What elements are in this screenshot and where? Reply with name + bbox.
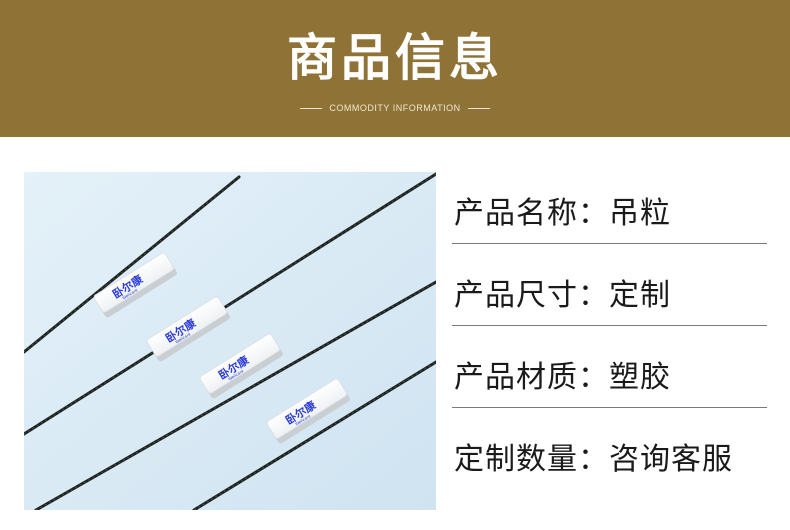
page-subtitle-line: COMMODITY INFORMATION [0,100,790,116]
product-info-list: 产品名称：吊粒 产品尺寸：定制 产品材质：塑胶 定制数量：咨询客服 [452,162,767,489]
info-value: 吊粒 [609,196,671,231]
left-rule [300,107,323,109]
product-photo-illustration: 卧尔康 Wellcare 卧尔康 Wellcare 卧尔康 Wellcare 卧… [24,172,436,510]
info-label: 产品尺寸 [454,278,578,313]
info-label: 产品名称 [454,196,578,231]
info-value: 咨询客服 [609,442,733,477]
info-row-material: 产品材质：塑胶 [452,326,767,408]
info-row-name: 产品名称：吊粒 [452,162,767,244]
info-value: 塑胶 [609,360,671,395]
info-line: 定制数量：咨询客服 [454,434,733,478]
page-title: 商品信息 [287,29,503,87]
info-label: 定制数量 [454,442,578,477]
info-line: 产品尺寸：定制 [454,270,671,314]
info-line: 产品名称：吊粒 [454,188,671,232]
info-separator: ： [578,196,609,231]
tag-1: 卧尔康 Wellcare [93,252,177,318]
info-separator: ： [578,442,609,477]
header-banner: 商品信息 COMMODITY INFORMATION [0,0,790,137]
product-photo: 卧尔康 Wellcare 卧尔康 Wellcare 卧尔康 Wellcare 卧… [24,172,436,510]
info-row-quantity: 定制数量：咨询客服 [452,408,767,489]
tag-4: 卧尔康 Wellcare [266,378,350,444]
info-value: 定制 [609,278,671,313]
info-separator: ： [578,360,609,395]
page-subtitle: COMMODITY INFORMATION [329,103,461,113]
info-separator: ： [578,278,609,313]
info-label: 产品材质 [454,360,578,395]
tag-3: 卧尔康 Wellcare [199,333,283,399]
info-line: 产品材质：塑胶 [454,352,671,396]
info-row-size: 产品尺寸：定制 [452,244,767,326]
tag-2: 卧尔康 Wellcare [146,296,230,362]
right-rule [467,107,490,109]
